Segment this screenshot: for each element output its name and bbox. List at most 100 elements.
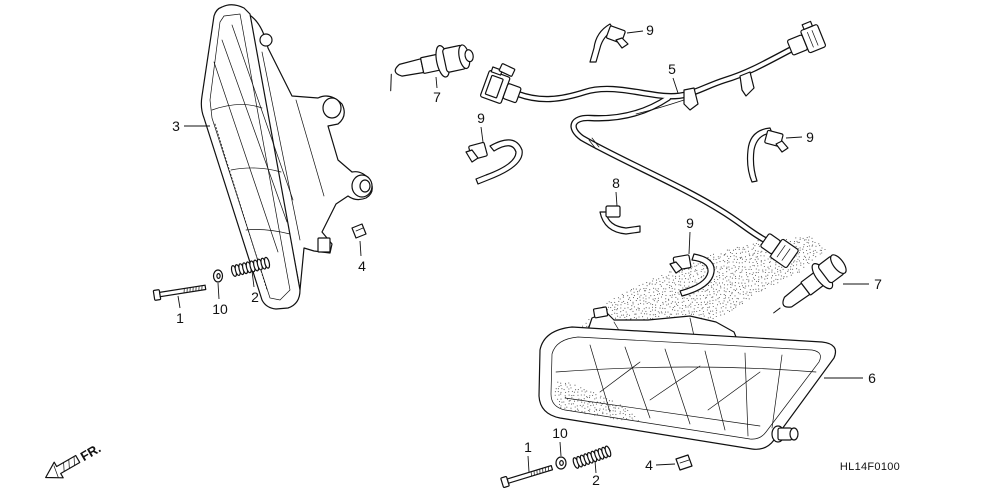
callout-harness[interactable]: 5 xyxy=(668,61,676,77)
stipple-dot xyxy=(811,245,813,247)
stipple-dot xyxy=(760,290,762,292)
leader-line xyxy=(785,136,803,139)
stipple-dot xyxy=(622,412,624,415)
stipple-dot xyxy=(760,255,762,257)
stipple-dot xyxy=(607,306,610,308)
stipple-dot xyxy=(566,406,568,408)
stipple-dot xyxy=(683,281,685,283)
stipple-dot xyxy=(564,407,566,409)
stipple-dot xyxy=(755,291,757,293)
stipple-dot xyxy=(800,262,802,264)
stipple-dot xyxy=(725,304,727,306)
stipple-dot xyxy=(729,276,731,278)
stipple-dot xyxy=(768,256,771,258)
stipple-dot xyxy=(637,293,639,295)
stipple-dot xyxy=(806,249,808,252)
stipple-dot xyxy=(803,255,805,257)
stipple-dot xyxy=(734,266,736,268)
stipple-dot xyxy=(653,300,655,302)
callout-bolt-bottom[interactable]: 1 xyxy=(524,439,532,455)
stipple-dot xyxy=(770,281,773,283)
stipple-dot xyxy=(703,315,705,317)
stipple-dot xyxy=(696,282,698,284)
stipple-dot xyxy=(758,269,760,271)
callout-nut-bottom[interactable]: 4 xyxy=(645,457,653,473)
stipple-dot xyxy=(739,272,741,274)
stipple-dot xyxy=(626,313,628,315)
stipple-dot xyxy=(761,250,763,252)
stipple-dot xyxy=(733,304,735,306)
stipple-dot xyxy=(738,278,740,280)
stipple-dot xyxy=(716,309,718,311)
stipple-dot xyxy=(677,301,679,303)
stipple-dot xyxy=(570,407,572,409)
stipple-dot xyxy=(748,253,750,255)
stipple-dot xyxy=(557,381,559,383)
stipple-dot xyxy=(719,261,721,263)
stipple-dot xyxy=(645,310,647,312)
right-headlight-lens-facet xyxy=(704,350,726,431)
callout-washer-left[interactable]: 10 xyxy=(212,301,228,317)
stipple-dot xyxy=(742,246,744,248)
stipple-dot xyxy=(648,307,650,309)
stipple-dot xyxy=(560,382,562,384)
stipple-dot xyxy=(656,301,658,303)
callout-nut-left[interactable]: 4 xyxy=(358,258,366,274)
stipple-dot xyxy=(679,278,681,280)
stipple-dot xyxy=(651,306,654,308)
stipple-dot xyxy=(592,394,594,396)
stipple-dot xyxy=(712,305,714,308)
callout-right-headlight[interactable]: 6 xyxy=(868,370,876,386)
stipple-dot xyxy=(586,396,588,399)
callout-left-headlight[interactable]: 3 xyxy=(172,118,180,134)
callout-bolt-left[interactable]: 1 xyxy=(176,310,184,326)
callout-washer-bottom[interactable]: 10 xyxy=(552,425,568,441)
callout-bulb-right[interactable]: 7 xyxy=(874,276,882,292)
stipple-dot xyxy=(777,279,779,281)
callout-clip-lower[interactable]: 9 xyxy=(686,215,694,231)
stipple-dot xyxy=(735,252,737,254)
callout-spring-bottom[interactable]: 2 xyxy=(592,472,600,488)
left-headlight-lens-facet xyxy=(213,61,279,253)
stipple-dot xyxy=(724,277,726,279)
stipple-dot xyxy=(726,288,728,290)
clip-tab xyxy=(669,261,683,274)
callout-bulb-top[interactable]: 7 xyxy=(433,89,441,105)
stipple-dot xyxy=(630,288,633,291)
stipple-dot xyxy=(731,277,733,279)
callout-clip-top[interactable]: 9 xyxy=(646,22,654,38)
harness-tape xyxy=(588,137,600,150)
stipple-dot xyxy=(761,277,763,279)
stipple-dot xyxy=(793,242,795,244)
stipple-dot xyxy=(592,404,594,406)
bulb-glass xyxy=(782,282,811,308)
wire-harness xyxy=(480,20,827,269)
stipple-dot xyxy=(696,310,698,312)
stipple-dot xyxy=(699,294,701,296)
stipple-dot xyxy=(683,300,685,302)
callout-clip-center[interactable]: 8 xyxy=(612,175,620,191)
stipple-dot xyxy=(709,303,711,305)
left-headlight-mount-tab xyxy=(317,237,331,253)
callout-clip-left[interactable]: 9 xyxy=(477,110,485,126)
stipple-dot xyxy=(737,292,739,294)
stipple-dot xyxy=(603,401,605,403)
stipple-dot xyxy=(812,244,814,246)
stipple-dot xyxy=(561,388,563,390)
stipple-dot xyxy=(733,307,735,310)
stipple-dot xyxy=(821,252,823,254)
stipple-dot xyxy=(627,295,629,297)
stipple-dot xyxy=(739,288,742,290)
callout-clip-right[interactable]: 9 xyxy=(806,129,814,145)
callout-spring-left[interactable]: 2 xyxy=(251,289,259,305)
stipple-dot xyxy=(803,266,805,268)
stipple-dot xyxy=(624,414,627,416)
stipple-dot xyxy=(774,272,776,274)
stipple-dot xyxy=(731,282,733,284)
stipple-dot xyxy=(757,243,759,245)
stipple-dot xyxy=(566,386,568,388)
left-headlight-lens-facet xyxy=(211,104,263,111)
right-headlight-lens-facet xyxy=(599,361,761,411)
stipple-dot xyxy=(667,303,669,305)
connector-face-lines xyxy=(807,30,819,48)
